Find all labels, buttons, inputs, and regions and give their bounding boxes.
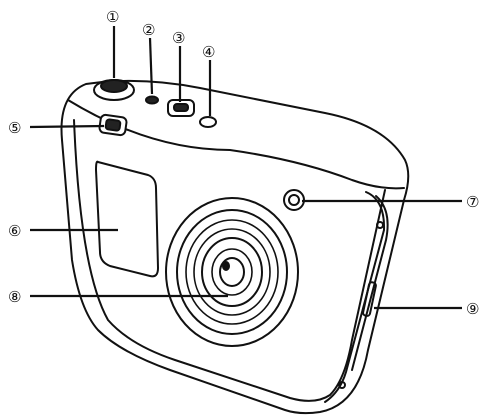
- front-panel: [73, 119, 386, 402]
- leader-lines: [29, 26, 462, 310]
- callout-4: ④: [202, 43, 215, 61]
- callout-7: ⑦: [466, 193, 479, 211]
- playback-button: [199, 116, 217, 128]
- callout-1: ①: [106, 8, 119, 26]
- af-lamp-inner: [288, 194, 300, 206]
- callout-labels: ① ② ③ ④ ⑤ ⑥ ⑦ ⑧ ⑨: [8, 8, 479, 318]
- side-screw: [376, 221, 384, 229]
- side-port: [362, 281, 377, 317]
- power-button: [145, 95, 159, 105]
- callout-3: ③: [172, 29, 185, 47]
- lens-assembly: [165, 197, 299, 347]
- side-face-inner: [351, 195, 389, 371]
- callout-2: ②: [142, 21, 155, 39]
- callout-9: ⑨: [466, 300, 479, 318]
- mode-switch-knob: [173, 103, 189, 112]
- callout-5: ⑤: [8, 119, 21, 137]
- flash-inner: [104, 118, 122, 132]
- side-face: [324, 191, 386, 403]
- camera-body: [60, 79, 410, 415]
- callout-8: ⑧: [8, 288, 21, 306]
- callout-6: ⑥: [8, 222, 21, 240]
- shutter-button-top: [100, 79, 128, 93]
- top-deck-edge: [67, 99, 405, 190]
- front-lcd: [94, 160, 160, 278]
- bottom-screw: [338, 381, 346, 389]
